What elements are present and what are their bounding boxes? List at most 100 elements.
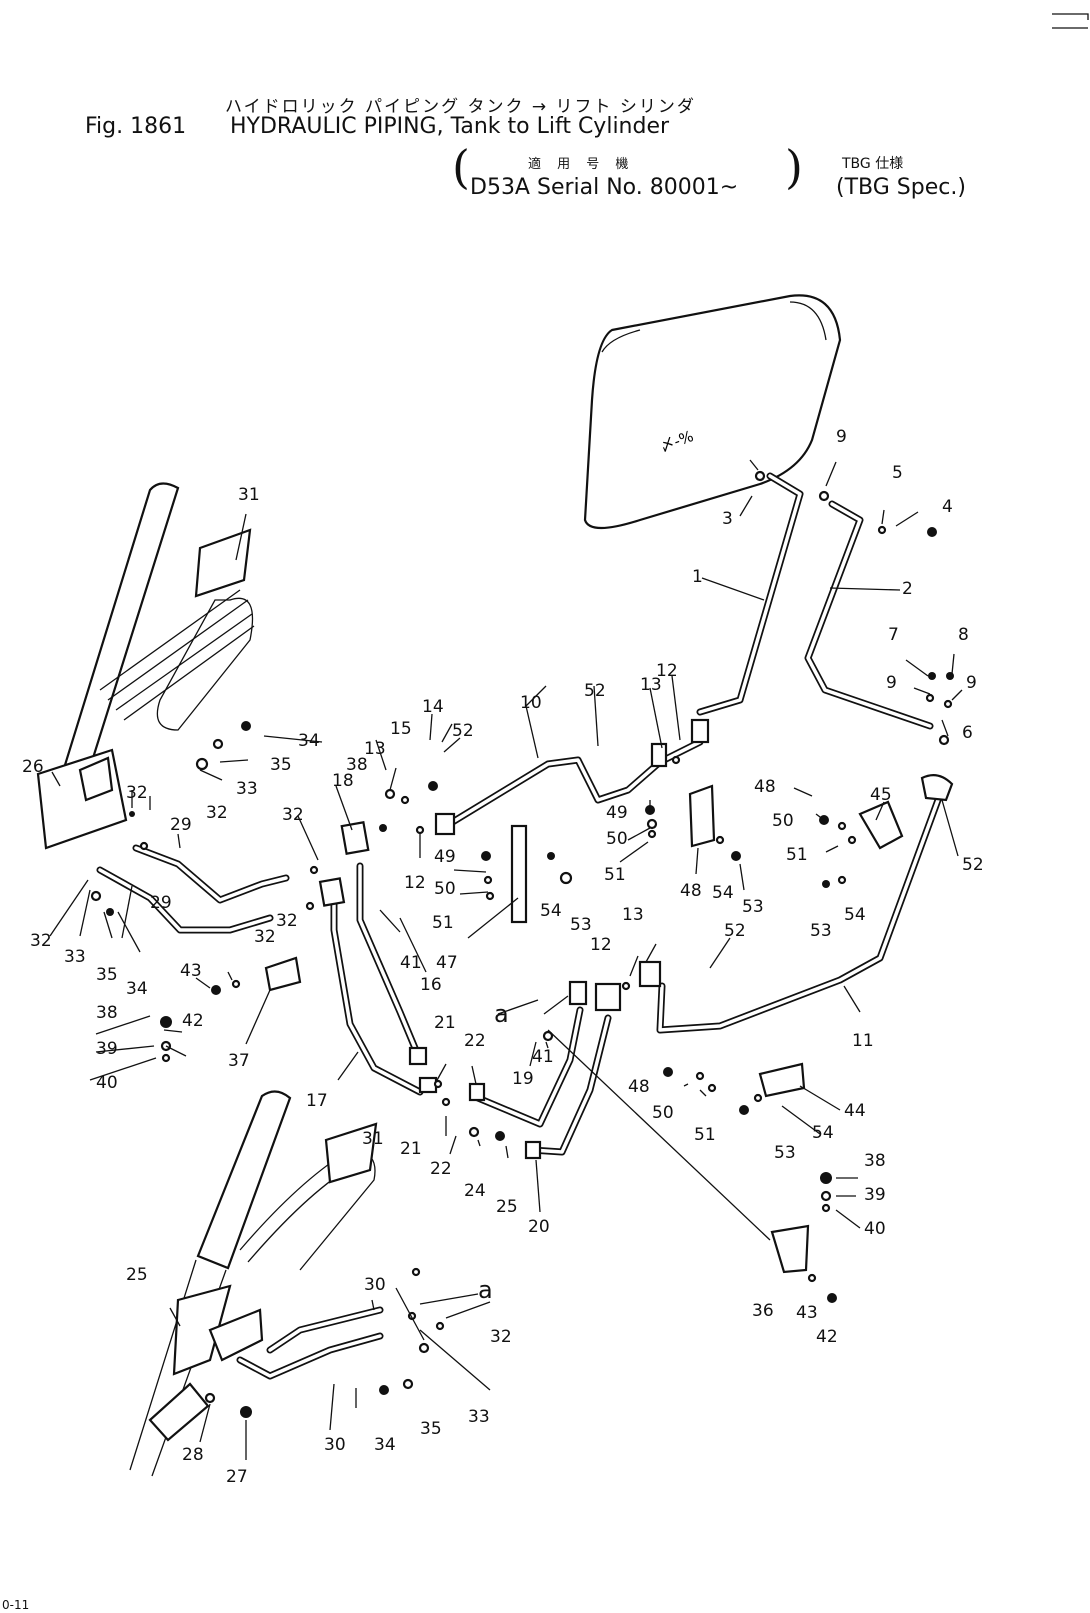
hose-29	[96, 844, 290, 934]
callout-9: 9	[966, 673, 977, 693]
callout-21: 21	[434, 1013, 456, 1033]
callout-48: 48	[754, 777, 776, 797]
left-lift-cylinder	[36, 482, 255, 850]
callout-38: 38	[864, 1151, 886, 1171]
callout-54: 54	[812, 1123, 834, 1143]
callout-36: 36	[752, 1301, 774, 1321]
callout-45: 45	[870, 785, 892, 805]
callout-50: 50	[652, 1103, 674, 1123]
callout-6: 6	[962, 723, 973, 743]
callout-12: 12	[404, 873, 426, 893]
pipe-1	[696, 472, 804, 716]
callout-51: 51	[786, 845, 808, 865]
callout-35: 35	[420, 1419, 442, 1439]
callout-37: 37	[228, 1051, 250, 1071]
callout-19: 19	[512, 1069, 534, 1089]
callout-40: 40	[96, 1073, 118, 1093]
callout-26: 26	[22, 757, 44, 777]
callout-47: 47	[436, 953, 458, 973]
figure-title: HYDRAULIC PIPING, Tank to Lift Cylinder	[230, 114, 670, 139]
callout-32: 32	[126, 783, 148, 803]
callout-14: 14	[422, 697, 444, 717]
callout-54: 54	[712, 883, 734, 903]
callout-24: 24	[464, 1181, 486, 1201]
callout-32: 32	[254, 927, 276, 947]
callout-13: 13	[640, 675, 662, 695]
pipe-17	[330, 888, 424, 1096]
callout-51: 51	[694, 1125, 716, 1145]
callout-7: 7	[888, 625, 899, 645]
page-code: 0-11	[2, 1598, 30, 1612]
callout-17: 17	[306, 1091, 328, 1111]
callout-51: 51	[604, 865, 626, 885]
pipe-11	[656, 796, 942, 1034]
callout-13: 13	[364, 739, 386, 759]
callout-8: 8	[958, 625, 969, 645]
callout-50: 50	[772, 811, 794, 831]
callout-48: 48	[680, 881, 702, 901]
callout-32: 32	[282, 805, 304, 825]
callout-32: 32	[276, 911, 298, 931]
callout-15: 15	[390, 719, 412, 739]
callout-12: 12	[590, 935, 612, 955]
callout-39: 39	[864, 1185, 886, 1205]
pipe-2	[804, 500, 934, 730]
fasteners	[90, 470, 954, 1418]
callout-4: 4	[942, 497, 953, 517]
lower-lift-cylinder	[129, 1090, 378, 1477]
callout-50: 50	[434, 879, 456, 899]
japanese-applicable-label: 適 用 号 機	[528, 157, 635, 172]
callout-52: 52	[584, 681, 606, 701]
callout-52: 52	[962, 855, 984, 875]
callout-13: 13	[622, 905, 644, 925]
callout-25: 25	[496, 1197, 518, 1217]
pipe-16	[356, 862, 424, 1064]
callout-35: 35	[270, 755, 292, 775]
callout-54: 54	[844, 905, 866, 925]
figure-number: Fig. 1861	[85, 114, 187, 139]
callout-39: 39	[96, 1039, 118, 1059]
pipe-20	[528, 1014, 612, 1156]
callout-53: 53	[742, 897, 764, 917]
callout-29: 29	[150, 893, 172, 913]
callout-2: 2	[902, 579, 913, 599]
callout-25: 25	[126, 1265, 148, 1285]
callout-12: 12	[656, 661, 678, 681]
callout-10: 10	[520, 693, 542, 713]
callout-32: 32	[490, 1327, 512, 1347]
callout-22: 22	[430, 1159, 452, 1179]
right-bracket: )	[785, 140, 803, 194]
part-callouts: 1 2 3 4 5 6 7 8 9 9 9 10 11 12 12 12 13 …	[22, 427, 984, 1487]
callout-1: 1	[692, 567, 703, 587]
callout-42: 42	[182, 1011, 204, 1031]
callout-5: 5	[892, 463, 903, 483]
callout-32: 32	[206, 803, 228, 823]
leader-long	[547, 1029, 771, 1241]
clamp-brackets	[264, 718, 954, 1274]
callout-29: 29	[170, 815, 192, 835]
callout-43: 43	[796, 1303, 818, 1323]
callout-18: 18	[332, 771, 354, 791]
hose-30	[236, 1306, 384, 1380]
callout-33: 33	[236, 779, 258, 799]
callout-35: 35	[96, 965, 118, 985]
callout-38: 38	[96, 1003, 118, 1023]
callout-33: 33	[64, 947, 86, 967]
callout-43: 43	[180, 961, 202, 981]
callout-33: 33	[468, 1407, 490, 1427]
callout-53: 53	[810, 921, 832, 941]
callout-11: 11	[852, 1031, 874, 1051]
japanese-spec-label: TBG 仕様	[842, 156, 904, 172]
callout-21: 21	[400, 1139, 422, 1159]
callout-9: 9	[886, 673, 897, 693]
border-marks	[1052, 13, 1089, 29]
callout-41: 41	[532, 1047, 554, 1067]
callout-28: 28	[182, 1445, 204, 1465]
callout-38: 38	[346, 755, 368, 775]
callout-48: 48	[628, 1077, 650, 1097]
callout-41: 41	[400, 953, 422, 973]
serial-number: D53A Serial No. 80001~	[470, 175, 739, 200]
spec-label: (TBG Spec.)	[836, 175, 966, 200]
callout-34: 34	[126, 979, 148, 999]
